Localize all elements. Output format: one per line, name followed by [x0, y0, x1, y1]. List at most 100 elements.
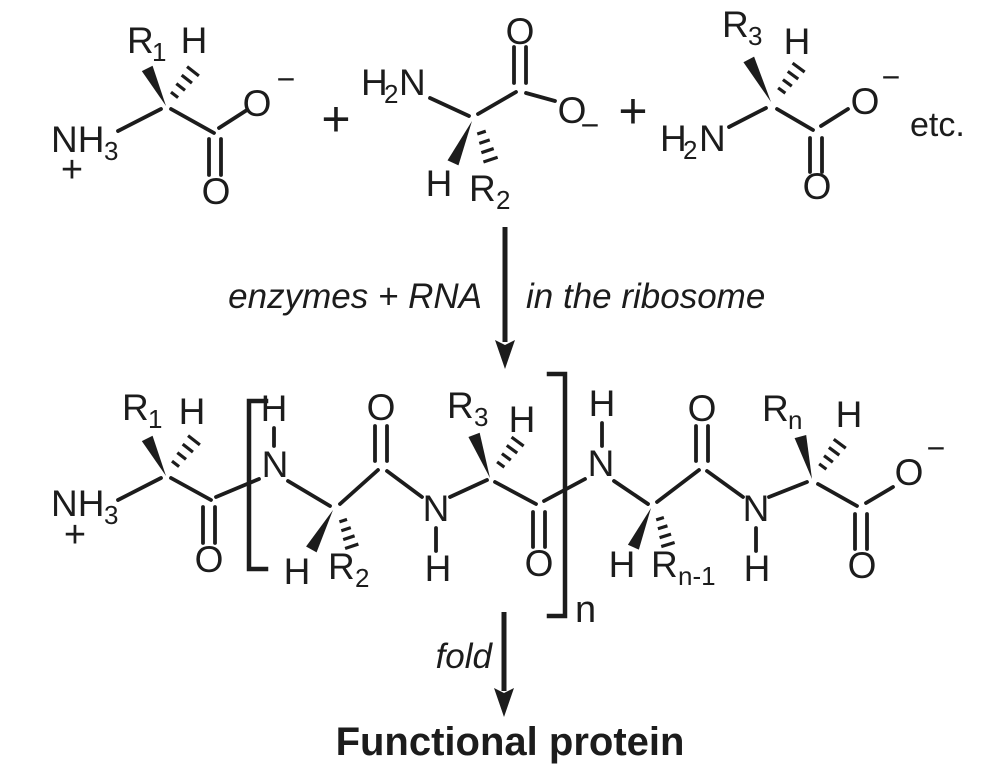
aa2-r-label: R: [469, 168, 496, 209]
hash-bond: [472, 128, 500, 164]
poly-res5-r-label: R: [762, 388, 789, 429]
poly-res5-r-subscript: n: [788, 405, 802, 435]
aa2-r-subscript: 2: [496, 185, 510, 215]
etc-label: etc.: [910, 106, 965, 144]
aa2-amine-h-subscript: 2: [384, 79, 398, 109]
poly-res3-carbonyl-o-label: O: [525, 543, 554, 584]
aa2-amine-h-label: H: [361, 62, 388, 103]
bond: [705, 469, 745, 499]
aa3-alpha-h-label: H: [784, 21, 811, 62]
aa2-carbonyl-o-label: O: [506, 11, 535, 52]
bond: [169, 107, 216, 135]
poly-res3-alpha-h-label: H: [509, 399, 536, 440]
poly-res5-carboxylate-charge: −: [927, 430, 946, 466]
bond: [775, 107, 815, 132]
poly-amide2-h-label: H: [425, 548, 452, 589]
bond: [338, 468, 380, 506]
wedge-bond: [627, 508, 651, 550]
arrowhead: [495, 340, 515, 369]
bond: [524, 91, 557, 103]
aa3-amine-h-subscript: 2: [683, 135, 697, 165]
fold-arrow: [494, 612, 514, 717]
repeat-subscript-n: n: [575, 589, 596, 631]
poly-res3-r-subscript: 3: [474, 402, 488, 432]
translation-left-label: enzymes + RNA: [228, 277, 482, 316]
poly-res4-r-label: R: [651, 544, 678, 585]
plus-separator-1: +: [321, 91, 350, 147]
poly-res5-carboxylate-o-label: O: [895, 452, 924, 493]
poly-res5-carbonyl-o-label: O: [848, 545, 877, 586]
poly-res1-r-subscript: 1: [148, 404, 162, 434]
poly-res2-carbonyl-o-label: O: [367, 387, 396, 428]
polypeptide-chain: R 1 H NH 3 + O H N H R 2 O N H: [51, 371, 946, 631]
amino-acid-2: H 2 N O O − H R 2: [361, 11, 599, 215]
wedge-bond: [141, 65, 166, 106]
poly-res1-alpha-h-label: H: [179, 391, 206, 432]
poly-amide1-h-label: H: [261, 388, 288, 429]
aa3-carboxylate-o-label: O: [851, 81, 880, 122]
bond: [767, 480, 809, 499]
hash-bond: [815, 437, 848, 473]
aa1-amine-charge: +: [61, 149, 83, 191]
aa2-amine-n-label: N: [399, 62, 426, 103]
bond: [286, 479, 332, 508]
aa2-carboxylate-charge: −: [581, 107, 600, 143]
translation-right-label: in the ribosome: [526, 277, 765, 316]
aa3-r-subscript: 3: [748, 21, 762, 51]
poly-res1-amine-subscript: 3: [104, 500, 118, 530]
bond: [428, 96, 471, 118]
bond: [655, 468, 701, 504]
repeat-bracket-right: [546, 371, 568, 619]
bond: [385, 469, 424, 499]
bond: [816, 482, 859, 508]
aa1-amine-label: NH: [51, 119, 104, 160]
aa2-alpha-h-label: H: [426, 163, 453, 204]
bond: [214, 477, 261, 499]
bond: [116, 107, 163, 133]
aa1-r-label: R: [127, 20, 154, 61]
poly-res1-amine-label: NH: [51, 483, 104, 524]
repeat-bracket-left: [246, 398, 269, 572]
hash-bond: [167, 65, 201, 102]
translation-arrow: [495, 227, 515, 369]
poly-res4-r-subscript: n-1: [678, 561, 716, 591]
wedge-bond: [468, 432, 490, 478]
arrowhead: [494, 688, 514, 717]
aa1-r-subscript: 1: [152, 37, 166, 67]
fold-label: fold: [436, 637, 494, 676]
plus-separator-2: +: [618, 83, 647, 139]
wedge-bond: [447, 121, 472, 166]
poly-res3-r-label: R: [447, 385, 474, 426]
bond: [819, 107, 850, 128]
hash-bond: [493, 435, 526, 471]
product-label: Functional protein: [336, 720, 685, 764]
poly-amide1-n-label: N: [262, 444, 289, 485]
aa1-carbonyl-o-label: O: [202, 171, 231, 212]
aa1-alpha-h-label: H: [181, 20, 208, 61]
hash-bond: [168, 434, 202, 471]
aa3-r-label: R: [722, 4, 749, 45]
wedge-bond: [794, 434, 812, 479]
poly-amide4-n-label: N: [743, 488, 770, 529]
hash-bond: [334, 516, 360, 551]
bond: [727, 106, 768, 129]
poly-res2-r-subscript: 2: [355, 563, 369, 593]
bond: [476, 90, 518, 116]
bond: [217, 108, 249, 130]
aa1-carboxylate-o-label: O: [243, 83, 272, 124]
bond: [493, 480, 538, 506]
wedge-bond: [306, 510, 333, 553]
poly-res1-amine-charge: +: [64, 514, 86, 556]
poly-res2-alpha-h-label: H: [284, 551, 311, 592]
poly-res2-r-label: R: [328, 546, 355, 587]
aa3-amine-h-label: H: [660, 118, 687, 159]
wedge-bond: [141, 435, 166, 476]
amino-acid-3: R 3 H H 2 N O O −: [660, 4, 900, 207]
bond: [864, 485, 895, 505]
aa2-carboxylate-o-label: O: [558, 90, 587, 131]
aa3-carboxylate-charge: −: [882, 59, 901, 95]
poly-res1-r-label: R: [122, 387, 149, 428]
bond: [116, 476, 163, 502]
